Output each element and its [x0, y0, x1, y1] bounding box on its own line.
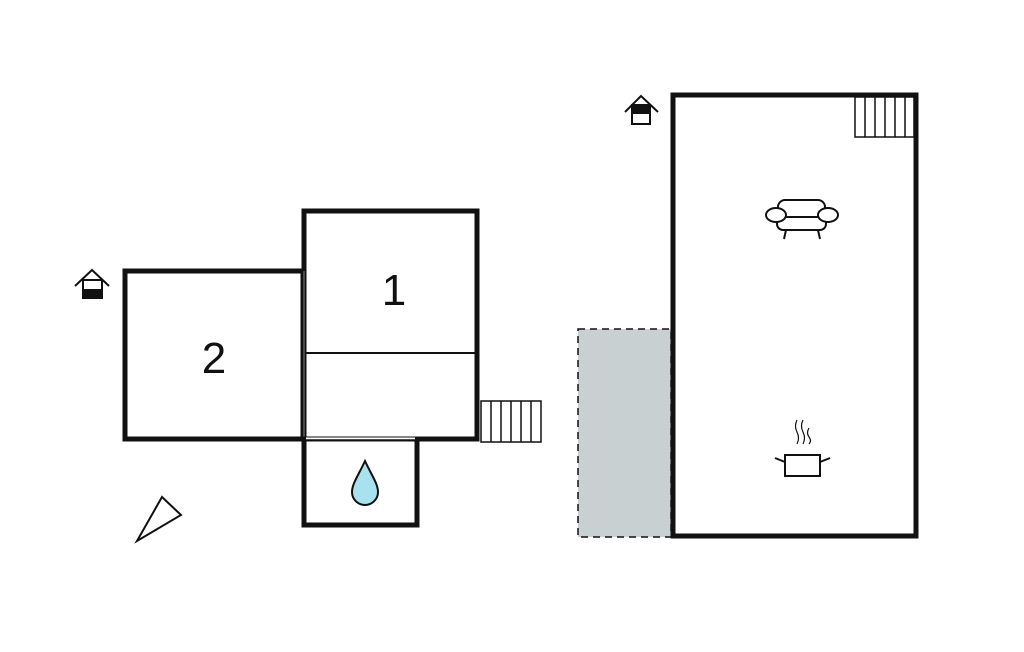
- north-arrow-icon: [134, 495, 183, 544]
- left-building: [122, 208, 480, 528]
- room-2-label: 2: [202, 334, 226, 383]
- house-entrance-icon: [624, 94, 659, 125]
- stairs-icon: [480, 400, 542, 443]
- stairs-icon: [854, 96, 915, 138]
- cooking-pot-icon: [774, 419, 831, 477]
- terrace: [577, 328, 672, 538]
- house-entrance-icon: [74, 268, 110, 299]
- room-1-label: 1: [382, 266, 406, 315]
- sofa-icon: [765, 199, 839, 240]
- room-1-block-outline: [301, 208, 480, 442]
- water-drop-icon: [350, 458, 380, 506]
